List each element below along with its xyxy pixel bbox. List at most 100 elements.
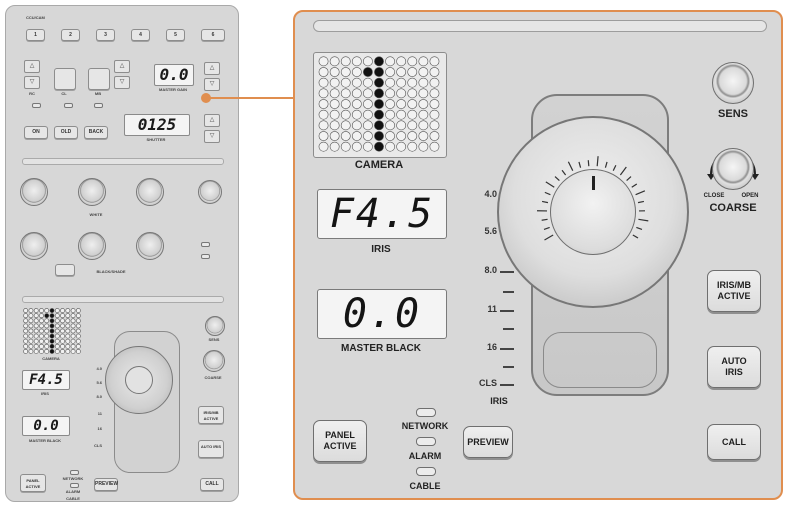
matrix-dot-off — [28, 328, 34, 334]
small-cam-button-6[interactable]: 6 — [201, 29, 225, 41]
dial-tick — [545, 181, 555, 188]
matrix-dot-off — [70, 333, 76, 339]
matrix-dot-off — [340, 67, 351, 77]
small-down-arrow-a[interactable]: ▽ — [24, 76, 40, 89]
small-knob-white-g[interactable] — [78, 178, 106, 206]
small-call-button[interactable]: CALL — [200, 478, 224, 491]
dial-tick — [632, 234, 639, 239]
matrix-dot-off — [33, 318, 39, 324]
small-on-button[interactable]: ON — [24, 126, 48, 139]
matrix-dot-off — [28, 308, 34, 313]
small-sens-knob[interactable] — [205, 316, 225, 336]
small-knob-master[interactable] — [198, 180, 222, 204]
small-cam-button-1[interactable]: 1 — [26, 29, 45, 41]
call-button[interactable]: CALL — [707, 424, 761, 460]
small-square-button-a[interactable] — [54, 68, 76, 90]
iris-mb-active-button[interactable]: IRIS/MB ACTIVE — [707, 270, 761, 312]
small-auto-iris-button[interactable]: AUTO IRIS — [198, 440, 224, 458]
matrix-dot-off — [33, 323, 39, 329]
matrix-dot-off — [418, 131, 429, 141]
matrix-dot-on — [374, 67, 384, 77]
matrix-dot-on — [49, 318, 55, 324]
matrix-dot-on — [374, 88, 384, 99]
small-cam-button-2[interactable]: 2 — [61, 29, 80, 41]
joystick-dial-ticks — [537, 156, 649, 241]
small-down-arrow-c[interactable]: ▽ — [204, 78, 220, 91]
dial-tick — [631, 183, 638, 188]
small-up-arrow-b[interactable]: △ — [114, 60, 130, 73]
small-gain-display: 0.0 — [154, 64, 194, 86]
preview-button[interactable]: PREVIEW — [463, 426, 513, 458]
matrix-dot-off — [54, 349, 60, 354]
matrix-dot-off — [65, 333, 71, 339]
matrix-dot-off — [429, 77, 440, 88]
small-knob-black-b[interactable] — [136, 232, 164, 260]
coarse-knob[interactable] — [712, 148, 754, 190]
matrix-dot-off — [396, 77, 407, 88]
small-square-button-b[interactable] — [88, 68, 110, 90]
small-scale-5: 16 — [97, 426, 102, 431]
matrix-dot-off — [70, 349, 76, 354]
small-preview-button[interactable]: PREVIEW — [94, 478, 118, 491]
matrix-dot-on — [49, 328, 55, 334]
matrix-dot-off — [340, 131, 351, 141]
small-up-arrow-d[interactable]: △ — [204, 114, 220, 127]
sens-knob[interactable] — [712, 62, 754, 104]
small-iris-mb-button[interactable]: IRIS/MB ACTIVE — [198, 406, 224, 424]
small-shutter-display: 0125 — [124, 114, 190, 136]
small-back-button[interactable]: BACK — [84, 126, 108, 139]
dial-tick — [619, 166, 627, 176]
small-cam-button-3[interactable]: 3 — [96, 29, 115, 41]
iris-display: F4.5 — [317, 189, 447, 239]
small-down-arrow-b[interactable]: ▽ — [114, 76, 130, 89]
small-scale-2: 5.6 — [96, 380, 102, 385]
panel-active-line1: PANEL — [325, 430, 355, 440]
matrix-dot-off — [54, 328, 60, 334]
small-knob-white-b[interactable] — [136, 178, 164, 206]
small-led-4 — [201, 242, 210, 247]
matrix-dot-off — [54, 333, 60, 339]
matrix-dot-off — [340, 109, 351, 120]
matrix-dot-off — [60, 308, 65, 313]
small-control-panel: CCU/CAM 1 2 3 4 5 6 △ ▽ RC CL MB △ ▽ 0.0… — [5, 5, 239, 502]
matrix-dot-off — [351, 99, 362, 109]
matrix-dot-off — [318, 141, 329, 152]
small-old-button[interactable]: OLD — [54, 126, 78, 139]
iris-scale-mark-4 — [500, 310, 514, 312]
small-panel-active-button[interactable]: PANEL ACTIVE — [20, 474, 46, 492]
matrix-dot-off — [318, 120, 329, 131]
small-up-arrow-c[interactable]: △ — [204, 62, 220, 75]
matrix-dot-off — [351, 67, 362, 77]
matrix-dot-off — [329, 77, 340, 88]
panel-active-button[interactable]: PANEL ACTIVE — [313, 420, 367, 462]
matrix-dot-off — [407, 77, 418, 88]
dial-tick — [541, 218, 548, 221]
joystick-indicator-mark — [592, 176, 595, 190]
matrix-dot-off — [396, 109, 407, 120]
iris-scale-minor-3 — [503, 366, 514, 368]
matrix-dot-off — [318, 99, 329, 109]
matrix-dot-off — [65, 323, 71, 329]
small-coarse-knob[interactable] — [203, 350, 225, 372]
matrix-dot-off — [396, 67, 407, 77]
matrix-dot-on — [44, 313, 50, 319]
matrix-dot-off — [33, 338, 39, 344]
matrix-dot-off — [23, 349, 29, 354]
small-knob-white-r[interactable] — [20, 178, 48, 206]
small-shade-button[interactable] — [55, 264, 75, 276]
matrix-dot-off — [28, 318, 34, 324]
auto-iris-button[interactable]: AUTO IRIS — [707, 346, 761, 388]
small-cam-button-5[interactable]: 5 — [166, 29, 185, 41]
small-network-label: NETWORK — [62, 476, 84, 481]
small-down-arrow-d[interactable]: ▽ — [204, 130, 220, 143]
matrix-dot-on — [49, 333, 55, 339]
small-knob-black-r[interactable] — [20, 232, 48, 260]
small-knob-black-g[interactable] — [78, 232, 106, 260]
matrix-dot-off — [75, 333, 81, 339]
matrix-dot-off — [60, 313, 65, 319]
iris-scale-minor-2 — [503, 328, 514, 330]
matrix-dot-off — [75, 318, 81, 324]
matrix-dot-off — [54, 318, 60, 324]
small-cam-button-4[interactable]: 4 — [131, 29, 150, 41]
small-up-arrow-a[interactable]: △ — [24, 60, 40, 73]
